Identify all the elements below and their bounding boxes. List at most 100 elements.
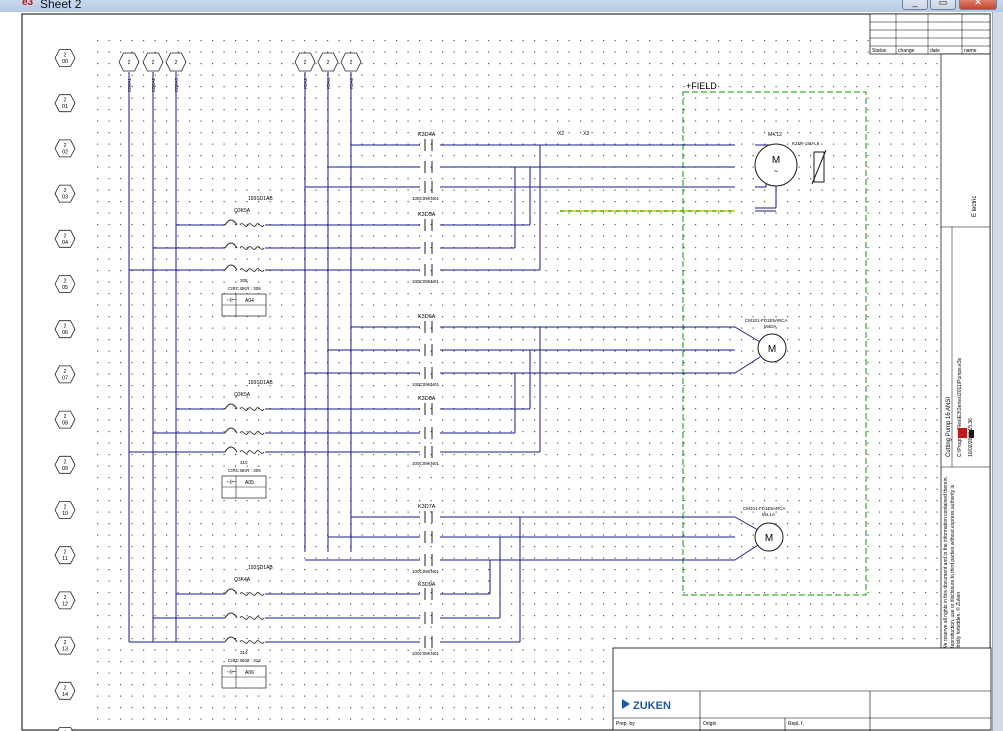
row-number: 02 xyxy=(62,149,68,155)
row-number: 03 xyxy=(62,195,68,201)
motor-symbol: M xyxy=(772,155,780,166)
ref-number: 2 xyxy=(304,60,307,66)
row-prefix: 2 xyxy=(64,685,67,691)
row-marker: 206 xyxy=(54,320,76,339)
row-prefix: 2 xyxy=(64,550,67,556)
motor-symbol: M xyxy=(765,533,773,544)
row-marker: 203 xyxy=(54,184,76,203)
breaker-label: 314 xyxy=(240,650,248,655)
row-number: 12 xyxy=(62,601,68,607)
row-marker: 200 xyxy=(54,49,76,67)
contactor-part: 100C09KN01 xyxy=(412,569,440,574)
ref-number: 2 xyxy=(152,60,155,66)
row-marker: 210 xyxy=(54,501,76,519)
row-prefix: 2 xyxy=(64,505,67,511)
motor-m4da[interactable]: M CM101-FD1E5ARCA M4DA xyxy=(745,318,788,363)
ref-number: 2 xyxy=(327,60,330,66)
row-number: 06 xyxy=(62,330,68,336)
window-title: Sheet 2 xyxy=(40,0,82,11)
row-number: 07 xyxy=(62,375,68,381)
breaker-tag: Q3K4A xyxy=(234,577,251,583)
breaker-part: 193SD1AB xyxy=(248,380,273,386)
copyright-notice: We reserve all rights in this document a… xyxy=(943,476,962,650)
origin-label: Origin xyxy=(703,721,717,727)
breaker-circ: CIRC BKR : 314 xyxy=(228,658,261,663)
contactor-part: 100C09KN01 xyxy=(412,651,440,656)
motor-ac-symbol: ~ xyxy=(774,167,779,176)
row-prefix: 2 xyxy=(64,459,67,465)
motor-tag: M4.12 xyxy=(768,132,782,138)
contactor[interactable]: K3D6A 100C09KN01 xyxy=(412,314,440,387)
aux-contact-icon: ⊣⊢ xyxy=(226,297,236,304)
row-marker: 212 xyxy=(54,591,76,610)
breaker-code: A04 xyxy=(245,298,254,304)
row-marker: 211 xyxy=(54,546,76,565)
row-prefix: 2 xyxy=(64,324,67,330)
window-frame-right xyxy=(992,12,1003,731)
row-prefix: 2 xyxy=(64,98,67,104)
breaker-circ: CIRC BKR : 309 xyxy=(228,468,261,473)
row-prefix: 2 xyxy=(64,279,67,285)
row-marker: 208 xyxy=(54,410,76,429)
motor-symbol: M xyxy=(768,344,776,355)
row-markers: 2002012022032042052062072082092102112122… xyxy=(54,49,76,731)
aux-contact-icon: ⊣⊢ xyxy=(226,669,236,676)
row-number: 10 xyxy=(62,511,68,517)
row-number: 01 xyxy=(62,104,68,110)
row-number: 14 xyxy=(62,692,68,698)
contactor-part: 100C09KN01 xyxy=(412,461,440,466)
breaker-part: 193SD1AB xyxy=(248,565,273,571)
maximize-button[interactable]: ▭ xyxy=(930,0,956,10)
breaker-code: A06 xyxy=(245,670,254,676)
minimize-button[interactable]: _ xyxy=(902,0,928,10)
contactor-part: 100C09KN01 xyxy=(412,382,440,387)
zuken-logo: ZUKEN xyxy=(622,699,671,712)
row-prefix: 2 xyxy=(64,414,67,420)
prepared-by-label: Prep. by xyxy=(616,721,635,727)
motor-sub: M4DA xyxy=(764,324,777,329)
contactor-tag: K3D7A xyxy=(418,504,436,510)
rev-change-header: change xyxy=(898,48,915,54)
file-path: C:\Program Files\E3\Series\2011\Pumps.e3… xyxy=(957,357,963,457)
ref-number: 2 xyxy=(128,60,131,66)
motor-m41a[interactable]: M CM101-FD1E5ARCA M4.1A xyxy=(743,506,786,552)
terminal-x3: X3 xyxy=(583,131,589,137)
row-marker: 202 xyxy=(54,139,76,158)
row-number: 09 xyxy=(62,466,68,472)
breaker-code: A05 xyxy=(245,480,254,486)
contactor[interactable]: K3D7A 100C09KN01 xyxy=(412,504,440,574)
contactor-tag: K3D6A xyxy=(418,314,436,320)
row-prefix: 2 xyxy=(64,640,67,646)
breaker-label: 305 xyxy=(240,278,248,283)
revision-table: Status change date name xyxy=(869,13,991,55)
breaker-label: 310 xyxy=(240,460,248,465)
motor-m412[interactable]: M ~ M4.12 K21R-1S0-L6 xyxy=(754,132,827,187)
terminal-x2: X2 xyxy=(558,131,564,137)
row-prefix: 2 xyxy=(64,595,67,601)
field-label: +FIELD xyxy=(686,81,717,91)
schematic-sheet[interactable]: 2002012022032042052062072082092102112122… xyxy=(0,12,992,731)
row-marker: 207 xyxy=(54,365,76,384)
row-marker: 201 xyxy=(54,94,76,113)
row-prefix: 2 xyxy=(64,369,67,375)
row-number: 05 xyxy=(62,285,68,291)
contactor-part: 100C09KN01 xyxy=(412,196,440,201)
row-marker: 209 xyxy=(54,455,76,474)
contactor-part: 100C09KN01 xyxy=(412,279,440,284)
close-button[interactable]: ✕ xyxy=(959,0,997,10)
aux-contact-icon: ⊣⊢ xyxy=(226,479,236,486)
replacement-label: Repl. f. xyxy=(788,721,804,727)
row-prefix: 2 xyxy=(64,233,67,239)
row-marker: 214 xyxy=(54,681,76,700)
breaker-tag: Q3K5A xyxy=(234,208,251,214)
company-name: E lectric xyxy=(972,196,978,217)
svg-text:ZUKEN: ZUKEN xyxy=(633,700,671,712)
